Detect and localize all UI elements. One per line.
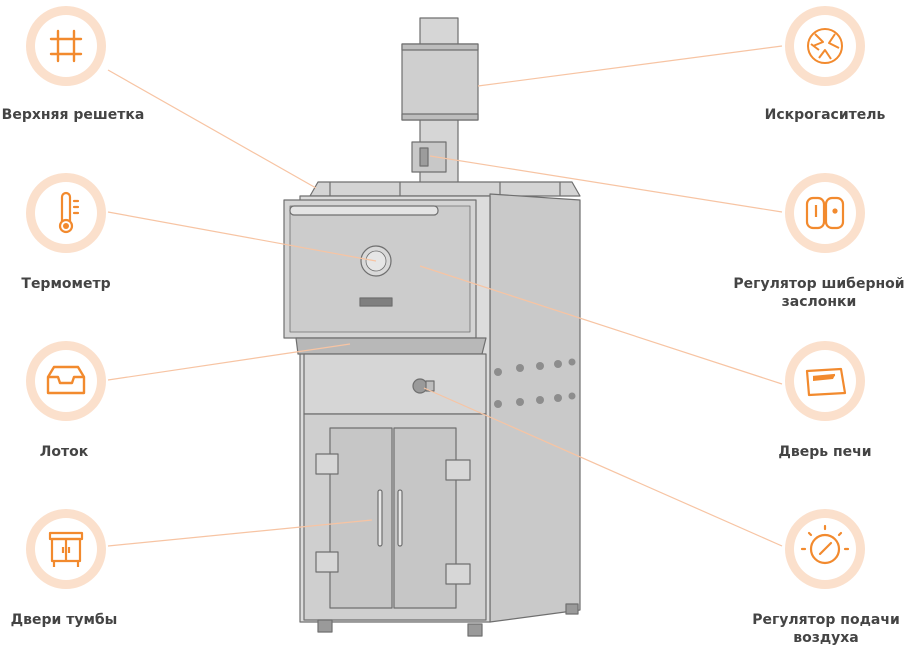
- dial-icon: [785, 509, 865, 589]
- label-oven-door: Дверь печи: [778, 444, 872, 460]
- hinge: [315, 453, 339, 475]
- foot: [467, 623, 483, 637]
- cabinet-door-left: [329, 427, 393, 609]
- hinge: [445, 563, 471, 585]
- oven-side-panel: [489, 193, 581, 623]
- label-cabinet-doors: Двери тумбы: [10, 612, 118, 628]
- side-vent-holes: [494, 358, 576, 408]
- leader-top-grill: [107, 69, 317, 189]
- label-air-regulator: Регулятор подачи воздуха: [740, 611, 912, 647]
- label-top-grill: Верхняя решетка: [1, 107, 145, 123]
- damper-box: [411, 141, 447, 173]
- top-grill-rail: [309, 181, 581, 197]
- label-tray: Лоток: [39, 444, 89, 460]
- foot: [317, 619, 333, 633]
- leader-thermometer: [107, 211, 377, 262]
- leader-lines: [107, 45, 783, 547]
- oven-illustration: [283, 17, 581, 637]
- label-spark-arrester: Искрогаситель: [764, 107, 886, 123]
- spark-arrester-icon: [785, 6, 865, 86]
- tray-ledge: [295, 337, 487, 355]
- leader-damper: [429, 155, 783, 213]
- label-damper-line2: заслонки: [781, 294, 857, 310]
- thermometer-icon: [26, 173, 106, 253]
- ash-drawer-panel: [303, 353, 487, 415]
- tray-icon: [26, 341, 106, 421]
- label-air-line1: Регулятор подачи: [752, 612, 900, 628]
- label-damper-regulator: Регулятор шиберной заслонки: [726, 275, 912, 311]
- hinge: [315, 551, 339, 573]
- leader-cabinet-doors: [107, 519, 373, 547]
- air-regulator-knob: [412, 378, 428, 394]
- label-air-line2: воздуха: [793, 630, 859, 646]
- spark-arrester-body: [401, 43, 479, 121]
- label-damper-line1: Регулятор шиберной: [733, 276, 905, 292]
- leader-tray: [107, 343, 351, 381]
- leader-air-regulator: [423, 387, 783, 547]
- foot: [565, 603, 579, 615]
- brand-plate: [359, 297, 393, 307]
- hinge: [445, 459, 471, 481]
- oven-door-handle: [289, 205, 439, 216]
- leader-spark-arrester: [477, 45, 783, 87]
- oven-door-icon: [785, 341, 865, 421]
- leader-oven-door: [419, 265, 783, 385]
- label-thermometer: Термометр: [21, 276, 111, 292]
- cabinet-icon: [26, 509, 106, 589]
- damper-icon: [785, 173, 865, 253]
- grill-grate-icon: [26, 6, 106, 86]
